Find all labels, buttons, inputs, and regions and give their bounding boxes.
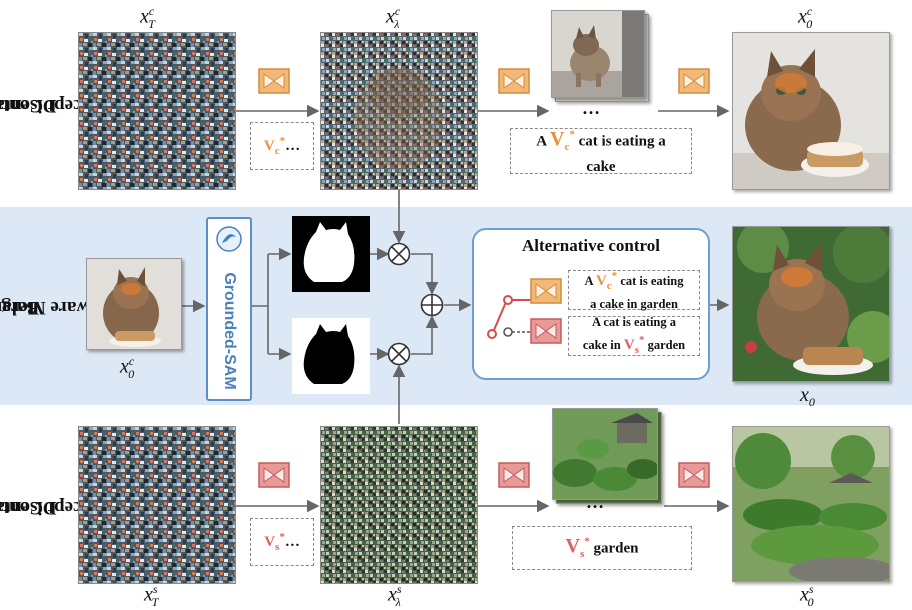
bowtie-model-icon [258, 68, 290, 94]
alternative-control-box: Alternative control A Vc* cat is eating … [472, 228, 710, 380]
multiply-icon [387, 342, 411, 366]
token-box-top: Vc*… [250, 122, 314, 170]
bowtie-model-icon [530, 278, 562, 304]
output-garden-image [732, 426, 890, 582]
prompt-box-bottom: Vs* garden [512, 526, 692, 570]
bowtie-model-icon [498, 462, 530, 488]
multiply-icon [387, 242, 411, 266]
intermediate-cat-image [551, 10, 645, 98]
label-x0-c-input: xc0 [120, 354, 135, 381]
label-xT-s: xsT [144, 582, 159, 609]
grounded-sam-label: Grounded-SAM [221, 272, 238, 390]
grounded-sam-module: Grounded-SAM [206, 217, 252, 401]
bowtie-model-icon [678, 462, 710, 488]
ellipsis-bottom: … [586, 492, 604, 512]
alt-prompt-style: A cat is eating a cake in Vs* garden [568, 315, 700, 356]
output-cat-cake-image [732, 32, 890, 190]
grounded-sam-logo-icon [216, 226, 242, 252]
label-xlambda-s: xsλ [388, 582, 402, 609]
noise-image-xT-s [78, 426, 236, 584]
label-xlambda-c: xcλ [386, 4, 401, 31]
bowtie-model-icon [678, 68, 710, 94]
ellipsis-top: … [582, 98, 600, 118]
token-box-bottom: Vs*… [250, 518, 314, 566]
background-mask-image [292, 318, 370, 394]
output-cat-garden-image [732, 226, 890, 382]
label-x0-c: xc0 [798, 4, 813, 31]
noise-image-xlambda-s [320, 426, 478, 584]
switch-icon [487, 295, 534, 339]
label-x0-output: x0 [800, 384, 815, 409]
noise-image-xlambda-c [320, 32, 478, 190]
input-cat-cake-image [86, 258, 182, 350]
intermediate-garden-image [552, 408, 658, 500]
label-xT-c: xcT [140, 4, 155, 31]
bowtie-model-icon [530, 318, 562, 344]
prompt-box-top: A Vc* cat is eating a cake [510, 128, 692, 175]
alt-prompt-concept: A Vc* cat is eating a cake in garden [568, 270, 700, 311]
bowtie-model-icon [258, 462, 290, 488]
cat-mask-image [292, 216, 370, 292]
add-icon [420, 293, 444, 317]
label-x0-s: xs0 [800, 582, 814, 609]
noise-image-xT-c [78, 32, 236, 190]
bowtie-model-icon [498, 68, 530, 94]
alternative-control-title: Alternative control [521, 236, 660, 255]
